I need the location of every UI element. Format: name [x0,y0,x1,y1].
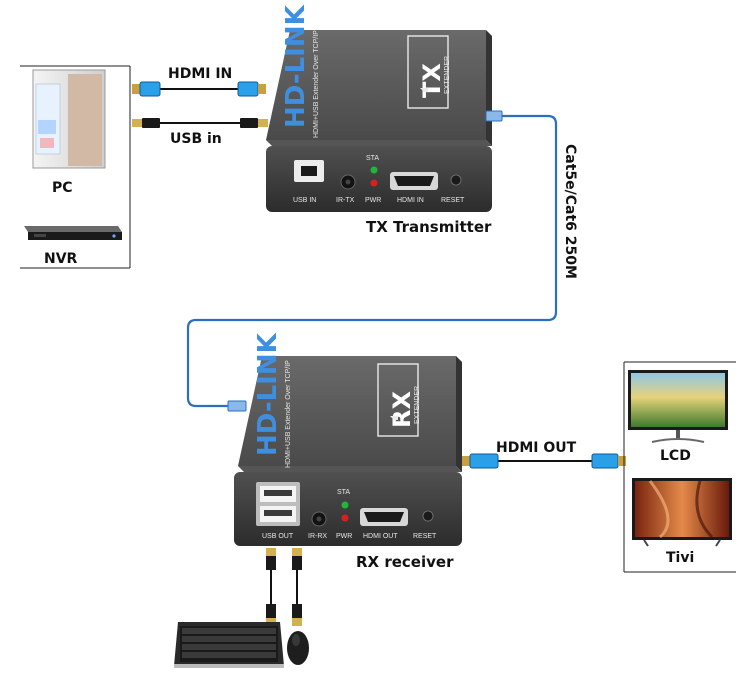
mouse-icon [287,631,309,665]
pc-label: PC [52,180,73,196]
lcd-monitor-icon [628,370,728,443]
rx-caption: RX receiver [356,553,454,571]
rx-port-hdmi-out: HDMI OUT [363,533,398,540]
tx-subtitle: HDMI+USB Extender Over TCP/IP [313,30,320,138]
network-cable-label: Cat5e/Cat6 250M [562,144,578,279]
rx-subtitle: HDMI+USB Extender Over TCP/IP [285,360,292,468]
tx-reset-button [450,174,462,186]
rx-pwr-led [341,514,349,522]
nvr-label: NVR [44,251,78,267]
network-cable [186,110,558,412]
rx-port-ir-rx: IR-RX [308,533,327,540]
hdmi-in-cable [132,81,266,97]
rx-reset-button [422,510,434,522]
rx-port-sta: STA [337,489,350,496]
tx-caption: TX Transmitter [366,218,492,236]
nvr-icon [24,226,122,240]
rx-badge: RX EXTENDER [377,363,421,437]
usb-in-cable [132,118,268,128]
usb-mouse-cable [292,548,302,626]
keyboard-icon [174,622,284,668]
tx-device: HD-LINK HDMI+USB Extender Over TCP/IP TX… [266,4,492,212]
tv-icon [632,478,732,547]
tx-port-sta: STA [366,155,379,162]
tx-port-ir-tx: IR-TX [336,197,355,204]
tx-port-usb-in: USB IN [293,197,316,204]
source-panel: PC NVR [20,65,131,269]
tx-port-reset: RESET [441,197,465,204]
rx-badge-sub: EXTENDER [414,386,421,424]
hdmi-out-cable [462,453,626,469]
lcd-label: LCD [660,448,691,464]
hdmi-in-cable-label: HDMI IN [168,66,232,82]
rx-sta-led [341,501,349,509]
tx-badge-text: TX [418,63,446,98]
tx-badge-sub: EXTENDER [444,56,451,94]
rx-device: HD-LINK HDMI+USB Extender Over TCP/IP RX… [234,332,462,546]
pc-tower-icon [32,69,106,169]
usb-keyboard-cable [266,548,276,626]
tx-badge: TX EXTENDER [407,35,451,109]
tx-brand: HD-LINK [281,4,311,128]
display-panel: LCD Tivi [623,361,736,573]
tv-label: Tivi [666,550,694,566]
tx-sta-led [370,166,378,174]
rx-port-reset: RESET [413,533,437,540]
tx-port-pwr: PWR [365,197,381,204]
rx-port-pwr: PWR [336,533,352,540]
rx-badge-text: RX [388,391,416,428]
tx-port-hdmi-in: HDMI IN [397,197,424,204]
rx-brand: HD-LINK [253,332,283,456]
rx-port-usb-out: USB OUT [262,533,294,540]
usb-in-cable-label: USB in [170,131,222,147]
tx-pwr-led [370,179,378,187]
hdmi-out-cable-label: HDMI OUT [496,440,577,456]
